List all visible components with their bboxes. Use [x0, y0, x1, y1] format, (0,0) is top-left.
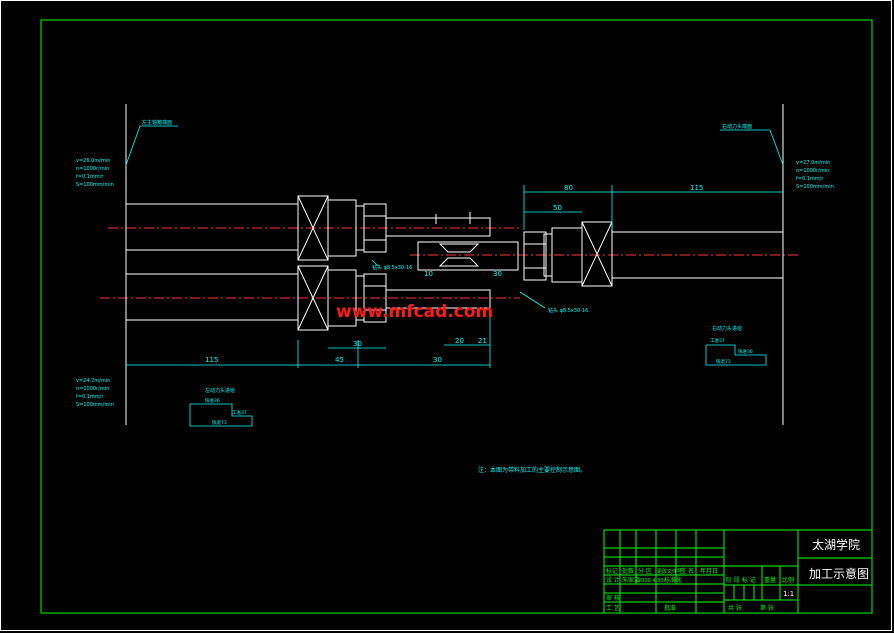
svg-text:快进36: 快进36 [205, 397, 220, 404]
svg-text:批准: 批准 [664, 604, 676, 612]
left-upper-spindle [125, 195, 491, 261]
dim-center-gap: 30 [493, 270, 502, 278]
dim-bottom-b: 45 [335, 356, 344, 364]
inner-frame [40, 19, 873, 614]
svg-text:标记: 标记 [606, 567, 618, 575]
svg-text:标准化: 标准化 [664, 576, 682, 584]
workpiece [417, 212, 519, 271]
svg-text:f=0.1mm/r: f=0.1mm/r [76, 174, 104, 180]
dim-center-small: 10 [424, 270, 433, 278]
dim-bottom-left: 115 [205, 356, 218, 364]
svg-text:右动力头进给: 右动力头进给 [712, 325, 742, 332]
left-leader-label: 左主轴箱端面 [142, 119, 172, 126]
right-params: v=27.0m/min n=1000r/min f=0.1mm/r S=100m… [796, 160, 834, 190]
school-name: 太湖学院 [812, 537, 860, 552]
svg-text:重量: 重量 [764, 576, 776, 584]
left-params-bottom: v=24.7m/min n=1000r/min f=0.1mm/r S=100m… [76, 378, 114, 408]
svg-text:n=1000r/min: n=1000r/min [76, 386, 109, 392]
svg-text:S=100mm/min: S=100mm/min [76, 182, 114, 188]
dimensions-bottom: 115 45 30 30 20 21 30 10 [126, 270, 502, 368]
dim-bottom-f: 21 [478, 337, 487, 345]
left-feed-diagram: 左动力头进给 快进36 工进37 快退73 [189, 387, 253, 427]
svg-text:处数: 处数 [622, 567, 634, 575]
svg-text:阶 段 标 记: 阶 段 标 记 [726, 576, 756, 584]
svg-text:分 区: 分 区 [638, 567, 652, 575]
svg-text:左动力头进给: 左动力头进给 [205, 387, 235, 394]
svg-text:S=100mm/min: S=100mm/min [796, 184, 834, 190]
svg-text:f=0.1mm/r: f=0.1mm/r [76, 394, 104, 400]
svg-text:工进37: 工进37 [710, 337, 725, 344]
svg-text:更改文件号: 更改文件号 [657, 568, 682, 575]
leaders [125, 125, 784, 309]
dim-bottom-c: 30 [353, 340, 362, 348]
svg-text:n=1000r/min: n=1000r/min [796, 168, 829, 174]
svg-text:朱家浩: 朱家浩 [622, 576, 640, 584]
note-text: 注：本图为带料加工的主要控制示意图。 [478, 466, 586, 474]
left-lower-spindle [125, 265, 491, 331]
svg-text:快进36: 快进36 [738, 348, 753, 355]
dim-mid-right: 50 [553, 204, 562, 212]
svg-text:审 核: 审 核 [606, 594, 620, 602]
scale-value: 1:1 [783, 590, 794, 598]
svg-text:签 名: 签 名 [680, 567, 694, 575]
watermark: www.mfcad.com [336, 302, 493, 322]
dimensions-top-right: 80 115 50 [523, 184, 783, 230]
dim-top-right-a: 80 [564, 184, 573, 192]
svg-text:工 艺: 工 艺 [606, 604, 620, 612]
right-leader-label: 右动力头端面 [722, 123, 752, 130]
svg-text:n=1000r/min: n=1000r/min [76, 166, 109, 172]
svg-text:共 张: 共 张 [728, 604, 742, 612]
svg-text:f=0.1mm/r: f=0.1mm/r [796, 176, 824, 182]
svg-text:v=27.0m/min: v=27.0m/min [796, 160, 830, 166]
dim-bottom-e: 20 [455, 337, 464, 345]
dim-top-right-b: 115 [690, 184, 703, 192]
svg-text:快退73: 快退73 [212, 419, 227, 426]
title-block [603, 529, 873, 614]
svg-text:设 计: 设 计 [606, 576, 620, 584]
svg-text:2009.4.30: 2009.4.30 [638, 578, 663, 584]
title-block-headers: 标记 处数 分 区 更改文件号 签 名 年月日 设 计 朱家浩 2009.4.3… [606, 567, 794, 612]
svg-text:比例: 比例 [782, 576, 794, 584]
svg-text:快退73: 快退73 [716, 358, 731, 365]
svg-text:v=26.0m/min: v=26.0m/min [76, 158, 110, 164]
center-bottom-callout: 钻头 φ8.5x30-16 [548, 307, 588, 314]
dim-bottom-d: 30 [433, 356, 442, 364]
svg-text:年月日: 年月日 [700, 567, 718, 575]
svg-text:v=24.7m/min: v=24.7m/min [76, 378, 110, 384]
svg-text:第 张: 第 张 [760, 604, 774, 612]
svg-text:工进37: 工进37 [232, 409, 247, 416]
svg-text:S=100mm/min: S=100mm/min [76, 402, 114, 408]
drawing-title: 加工示意图 [809, 566, 869, 581]
right-spindle [523, 221, 784, 287]
left-params: v=26.0m/min n=1000r/min f=0.1mm/r S=100m… [76, 158, 114, 188]
center-top-callout: 钻头 φ8.5x30-16 [372, 264, 412, 271]
right-feed-diagram: 右动力头进给 工进37 快进36 快退73 [705, 325, 767, 366]
